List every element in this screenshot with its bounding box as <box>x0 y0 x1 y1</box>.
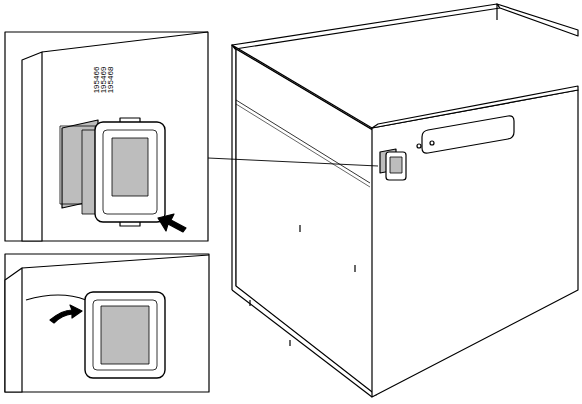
back-right-edge <box>496 4 497 20</box>
label-frame <box>85 292 165 378</box>
part-number: 195468 <box>107 67 115 94</box>
label-window <box>101 306 149 364</box>
panel-top <box>42 32 208 52</box>
label-frame <box>386 152 406 180</box>
leader-line <box>208 158 378 166</box>
screw-hole <box>417 144 421 148</box>
detail-inset <box>5 254 209 392</box>
runner-foot <box>249 300 250 306</box>
side-groove <box>236 100 370 183</box>
card-edge <box>26 295 86 300</box>
handle-slot <box>422 116 514 153</box>
screw-hole <box>430 141 434 145</box>
panel-top <box>22 255 209 268</box>
right-side-top <box>497 4 578 36</box>
label-window <box>112 138 148 196</box>
label-window <box>390 157 402 173</box>
runner-foot <box>299 225 300 232</box>
clip <box>120 222 140 226</box>
drawer-front <box>372 90 578 397</box>
back-edge <box>231 45 232 290</box>
back-panel <box>232 4 500 49</box>
slide-arrow <box>50 305 82 323</box>
label-frame <box>95 122 165 222</box>
label-frame-inner <box>93 300 157 370</box>
runner-foot <box>354 265 355 272</box>
detail-inset <box>5 32 208 241</box>
clip <box>120 118 140 122</box>
label-frame-inner <box>103 130 157 214</box>
runner-foot <box>289 340 290 346</box>
push-arrow <box>158 214 186 232</box>
panel-edge <box>22 52 42 241</box>
panel-edge <box>5 268 22 392</box>
side-groove <box>236 104 370 187</box>
left-side-panel <box>236 49 376 395</box>
side-bottom <box>232 290 372 397</box>
